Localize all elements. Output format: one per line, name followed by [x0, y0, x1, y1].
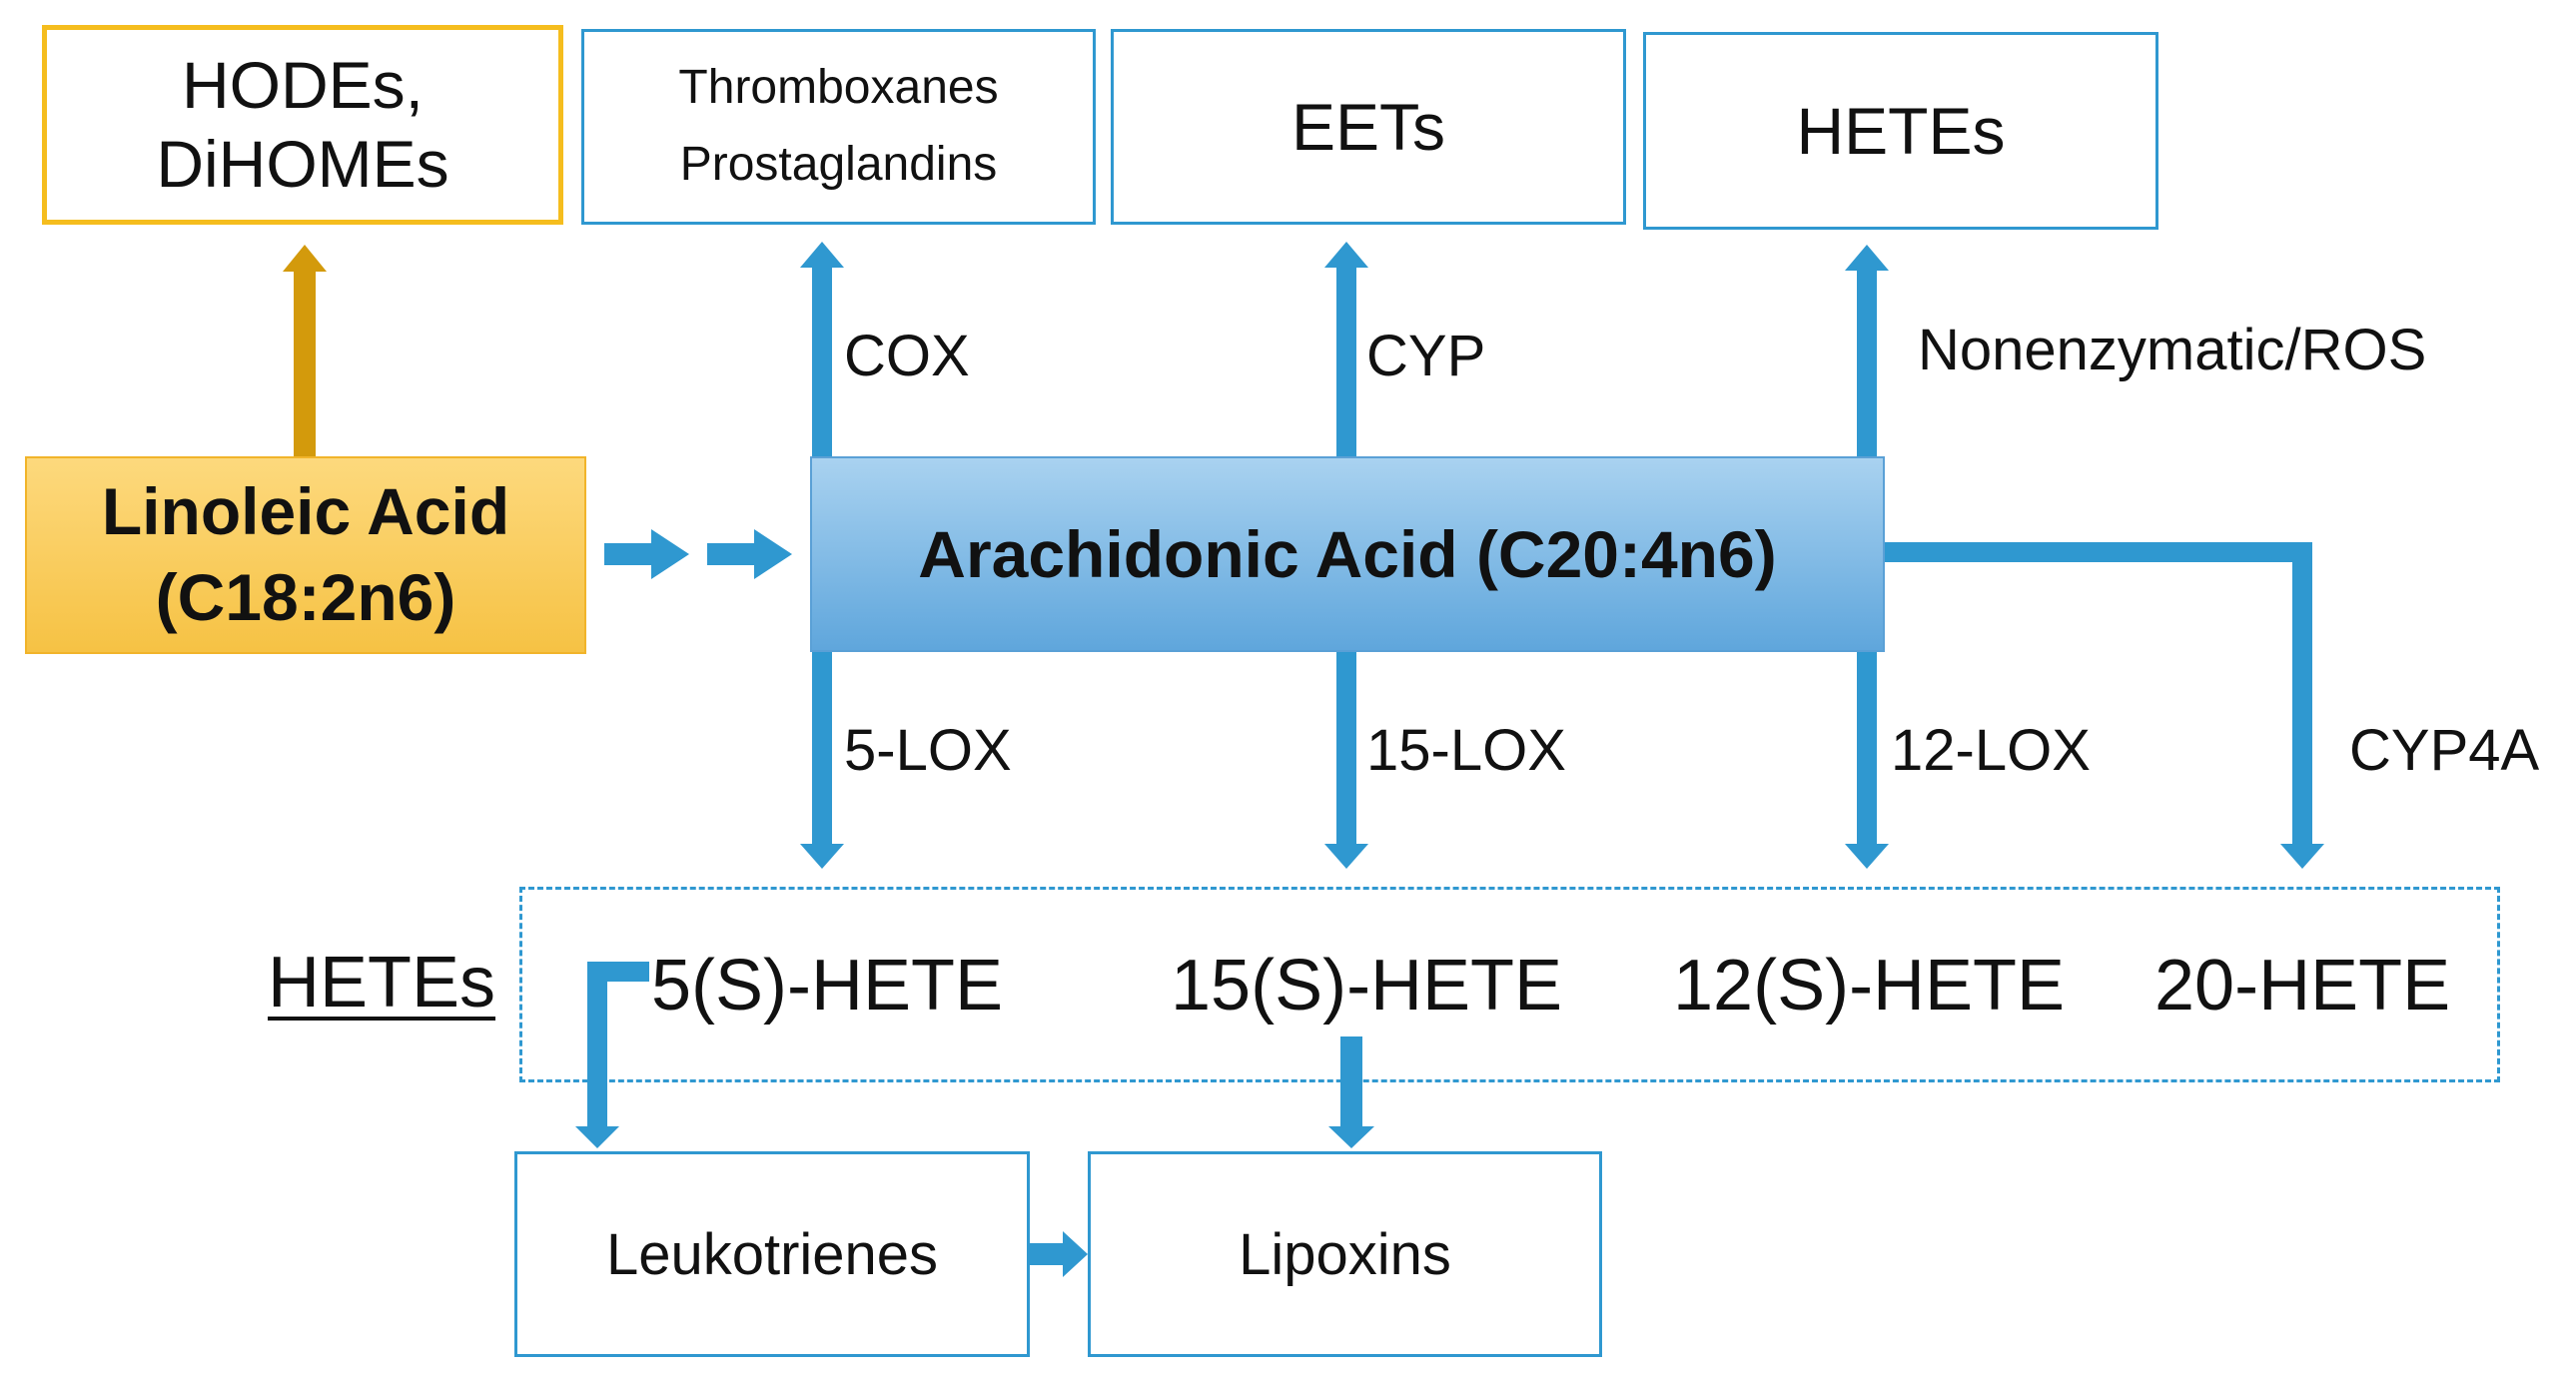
- arrow-leukotrienes-to-lipoxins: [1030, 1231, 1088, 1277]
- 20-hete-label: 20-HETE: [2154, 946, 2451, 1026]
- linoleic-acid-box: Linoleic Acid (C18:2n6): [25, 456, 586, 654]
- nonenzymatic-ros-label: Nonenzymatic/ROS: [1918, 318, 2427, 382]
- hetes-group-heading: HETEs: [268, 943, 496, 1023]
- arrow-5-lox-down: [800, 652, 844, 869]
- eets-label: EETs: [1290, 90, 1446, 164]
- cyp-label: CYP: [1366, 324, 1486, 388]
- hodes-dihomes-box: HODEs, DiHOMEs: [42, 25, 563, 225]
- 15s-hete-label: 15(S)-HETE: [1171, 946, 1563, 1026]
- 12-lox-label: 12-LOX: [1891, 718, 2091, 783]
- arrow-15s-hete-to-lipoxins: [1328, 1036, 1374, 1148]
- hodes-label: HODEs,: [181, 47, 425, 122]
- arrow-12-lox-down: [1845, 652, 1889, 869]
- hetes-top-box: HETEs: [1643, 32, 2158, 230]
- leukotrienes-label: Leukotrienes: [605, 1221, 939, 1287]
- thromboxanes-label: Thromboxanes: [678, 61, 999, 115]
- arrow-nonenzymatic-up: [1845, 245, 1889, 456]
- leukotrienes-box: Leukotrienes: [514, 1151, 1030, 1357]
- eets-box: EETs: [1111, 29, 1626, 225]
- arrow-cyp4a-elbow: [1885, 542, 2324, 869]
- 5s-hete-label: 5(S)-HETE: [651, 946, 1004, 1026]
- lipoxins-box: Lipoxins: [1088, 1151, 1602, 1357]
- linoleic-acid-label: Linoleic Acid: [101, 474, 510, 549]
- 5-lox-label: 5-LOX: [844, 718, 1012, 783]
- dihomes-label: DiHOMEs: [156, 127, 449, 201]
- hetes-top-label: HETEs: [1796, 94, 2006, 168]
- hetes-group-box: [519, 887, 2500, 1082]
- arrow-linoleic-to-arachidonic: [604, 529, 792, 579]
- arrow-linoleic-to-hodes: [283, 245, 327, 456]
- linoleic-acid-formula: (C18:2n6): [155, 560, 456, 634]
- 12s-hete-label: 12(S)-HETE: [1673, 946, 2066, 1026]
- lipoxins-label: Lipoxins: [1239, 1221, 1451, 1287]
- arrow-15-lox-down: [1324, 652, 1368, 869]
- arrow-cyp-up: [1324, 242, 1368, 456]
- 15-lox-label: 15-LOX: [1366, 718, 1566, 783]
- arachidonic-acid-box: Arachidonic Acid (C20:4n6): [810, 456, 1885, 652]
- cyp4a-label: CYP4A: [2349, 718, 2540, 783]
- arrow-5s-hete-to-leukotrienes: [575, 962, 649, 1148]
- prostaglandins-label: Prostaglandins: [679, 138, 998, 191]
- thromboxanes-prostaglandins-box: Thromboxanes Prostaglandins: [581, 29, 1096, 225]
- arrow-cox-up: [800, 242, 844, 456]
- arachidonic-acid-label: Arachidonic Acid (C20:4n6): [918, 517, 1777, 591]
- cox-label: COX: [844, 324, 970, 388]
